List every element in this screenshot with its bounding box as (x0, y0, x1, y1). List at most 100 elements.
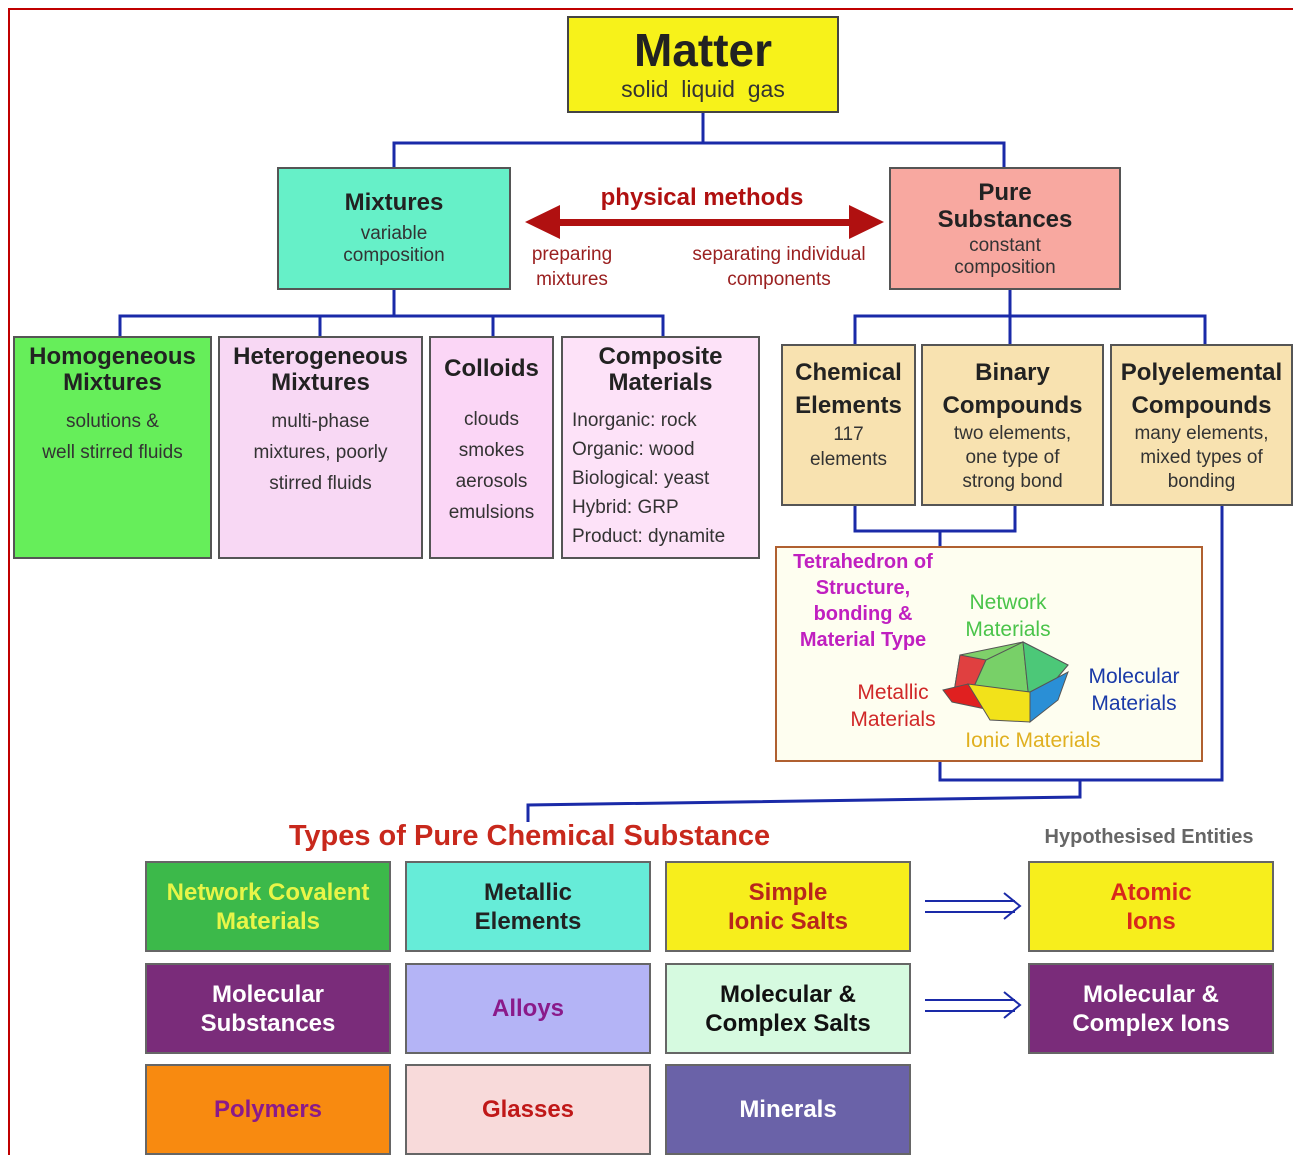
tetra-title-line-2: Structure, (815, 577, 911, 599)
colloids-box: Colloids clouds smokes aerosols emulsion… (429, 336, 554, 559)
mixtures-title: Mixtures (344, 189, 444, 216)
heterogeneous-line-1: multi-phase (271, 411, 370, 432)
type-metallic-elements-label-2: Elements (474, 907, 582, 935)
colloids-line-1: clouds (464, 409, 519, 430)
polyelemental-line-3: bonding (1167, 471, 1236, 492)
tetra-title-line-4: Material Type (799, 629, 927, 651)
molecular-materials-label: Molecular Materials (1073, 663, 1195, 717)
metallic-materials-label: Metallic Materials (836, 679, 950, 733)
wire-pure-children (853, 290, 1012, 344)
wire-mixtures-colloid (394, 314, 665, 336)
tetra-title-line-1: Tetrahedron of (793, 551, 933, 573)
type-polymers-label-1: Polymers (213, 1096, 323, 1123)
colloids-title: Colloids (444, 355, 539, 382)
type-alloys: Alloys (405, 963, 651, 1054)
ionic-materials-label: Ionic Materials (965, 729, 1101, 752)
hypothesised-molecular-complex-ions: Molecular &Complex Ions (1028, 963, 1274, 1054)
mixtures-subtitle-1: variable (360, 223, 428, 244)
homogeneous-mixtures-box: Homogeneous Mixtures solutions & well st… (13, 336, 212, 559)
composite-line-5: Product: dynamite (572, 526, 726, 547)
type-metallic-elements-label-1: Metallic (483, 878, 573, 906)
type-polymers: Polymers (145, 1064, 391, 1155)
physical-methods-arrow (525, 205, 884, 239)
composite-title-2: Materials (608, 369, 713, 396)
elements-title-2: Elements (795, 392, 902, 419)
heterogeneous-line-3: stirred fluids (269, 473, 372, 494)
heterogeneous-line-2: mixtures, poorly (253, 442, 388, 463)
type-minerals-label-1: Minerals (739, 1096, 837, 1123)
heterogeneous-mixtures-box: Heterogeneous Mixtures multi-phase mixtu… (218, 336, 423, 559)
binary-title-2: Compounds (942, 392, 1083, 419)
composite-line-3: Biological: yeast (572, 468, 710, 489)
pure-subtitle-2: composition (954, 257, 1056, 278)
homogeneous-title-1: Homogeneous (29, 343, 196, 370)
heterogeneous-title-1: Heterogeneous (233, 343, 408, 370)
network-line-1: Network (969, 591, 1047, 614)
tetra-title-line-3: bonding & (813, 603, 913, 625)
preparing-label: preparing mixtures (516, 242, 628, 292)
polyelemental-title-2: Compounds (1131, 392, 1272, 419)
composite-title-1: Composite (598, 343, 723, 370)
hypothesised-molecular-complex-ions-label-2: Complex Ions (1072, 1009, 1230, 1037)
preparing-line-2: mixtures (536, 269, 608, 290)
chemical-elements-box: Chemical Elements 117 elements (781, 344, 916, 506)
type-molecular-substances-label-2: Substances (200, 1009, 336, 1037)
binary-line-3: strong bond (962, 471, 1063, 492)
composite-materials-box: Composite Materials Inorganic: rock Orga… (561, 336, 760, 559)
tetrahedron-title: Tetrahedron of Structure, bonding & Mate… (780, 549, 946, 653)
type-molecular-substances-label-1: Molecular (211, 980, 325, 1008)
elements-line-2: elements (809, 449, 888, 470)
molecular-line-2: Materials (1091, 692, 1177, 715)
wire-matter-pure (703, 141, 1006, 167)
polyelemental-line-2: mixed types of (1140, 447, 1263, 468)
type-molecular-complex-salts: Molecular &Complex Salts (665, 963, 911, 1054)
hypothesised-title: Hypothesised Entities (1044, 826, 1254, 848)
homogeneous-line-1: solutions & (66, 411, 159, 432)
wire-elements-tetra (853, 506, 1017, 533)
type-network-covalent-materials-label-2: Materials (215, 907, 321, 935)
matter-subtitle: solid liquid gas (621, 76, 785, 102)
double-arrow-1 (925, 892, 1022, 920)
colloids-line-3: aerosols (455, 471, 528, 492)
mixtures-subtitle-2: composition (343, 245, 445, 266)
separating-line-2: components (727, 269, 831, 290)
pure-subtitle-1: constant (969, 235, 1041, 256)
molecular-line-1: Molecular (1088, 665, 1180, 688)
heterogeneous-title-2: Mixtures (271, 369, 370, 396)
type-simple-ionic-salts-label-1: Simple (748, 878, 828, 906)
type-alloys-label-1: Alloys (491, 995, 565, 1022)
elements-line-1: 117 (833, 424, 864, 445)
homogeneous-title-2: Mixtures (63, 369, 162, 396)
type-molecular-complex-salts-label-1: Molecular & (719, 980, 857, 1008)
separating-line-1: separating individual (692, 244, 866, 265)
homogeneous-line-2: well stirred fluids (42, 442, 183, 463)
pure-title-2: Substances (937, 206, 1073, 233)
mixtures-box: Mixtures variable composition (277, 167, 511, 290)
preparing-line-1: preparing (531, 244, 613, 265)
pure-title-1: Pure (978, 179, 1032, 206)
matter-title: Matter (633, 24, 773, 76)
polyelemental-line-1: many elements, (1134, 423, 1269, 444)
composite-line-4: Hybrid: GRP (572, 497, 679, 518)
binary-compounds-box: Binary Compounds two elements, one type … (921, 344, 1104, 506)
network-line-2: Materials (965, 618, 1051, 641)
colloids-line-2: smokes (458, 440, 525, 461)
wire-to-types (526, 780, 1082, 822)
separating-label: separating individual components (670, 242, 888, 292)
physical-methods-label: physical methods (600, 184, 804, 211)
matter-box: Matter solid liquid gas (567, 16, 839, 113)
composite-line-1: Inorganic: rock (572, 410, 697, 431)
elements-title-1: Chemical (795, 359, 902, 386)
wire-pure-poly (1010, 314, 1207, 344)
pure-substances-box: Pure Substances constant composition (889, 167, 1121, 290)
type-glasses: Glasses (405, 1064, 651, 1155)
diagram-frame (8, 8, 1293, 1155)
polyelemental-compounds-box: Polyelemental Compounds many elements, m… (1110, 344, 1293, 506)
metallic-line-1: Metallic (857, 681, 929, 704)
colloids-line-4: emulsions (448, 502, 535, 523)
